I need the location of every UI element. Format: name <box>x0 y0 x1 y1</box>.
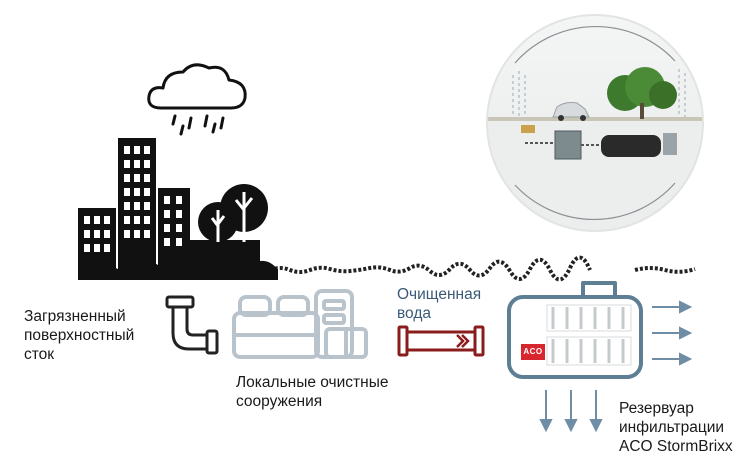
rain-cloud-icon <box>147 63 247 136</box>
reservoir-label: Резервуар инфильтрации ACO StormBrixx <box>619 400 733 455</box>
runoff-label: Загрязненный поверхностный сток <box>24 308 135 363</box>
treatment-plant-icon <box>232 289 368 359</box>
photo-inset <box>486 14 704 232</box>
pipe-elbow-icon <box>165 295 219 355</box>
reservoir-tank-icon <box>507 281 643 379</box>
clean-water-label: Очищенная вода <box>397 286 482 322</box>
city-icon <box>78 138 278 280</box>
treatment-label: Локальные очистные сооружения <box>236 374 389 410</box>
aco-logo-icon: ACO <box>521 344 545 360</box>
clean-pipe-icon <box>397 325 485 357</box>
